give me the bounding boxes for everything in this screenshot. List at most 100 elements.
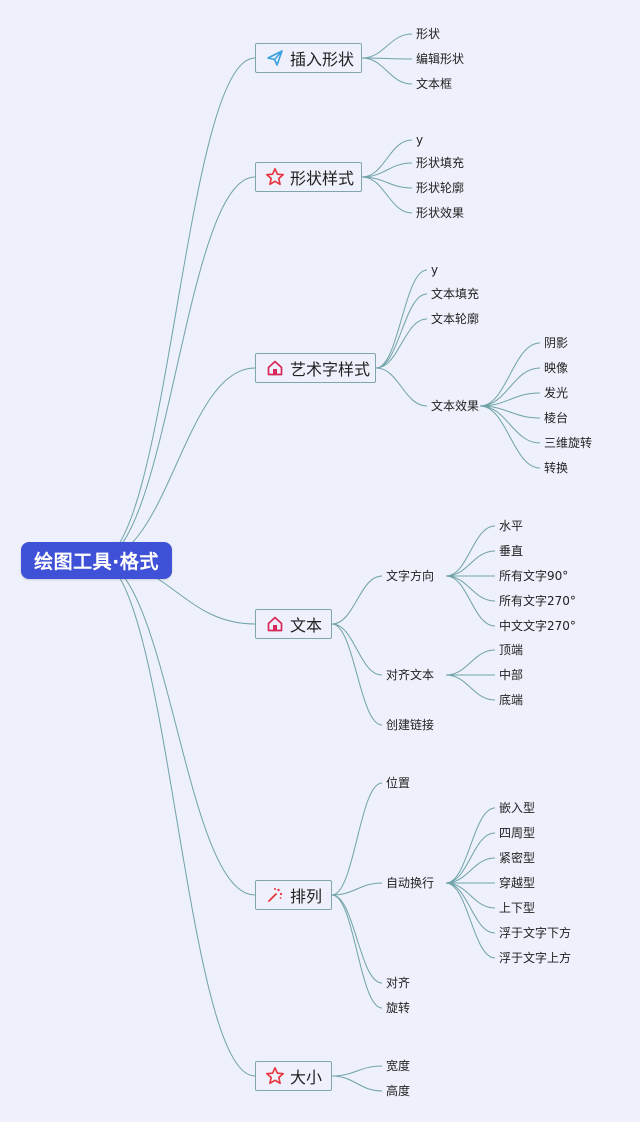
- branch-shape-style[interactable]: 形状样式: [255, 162, 362, 192]
- branch-label: 排列: [290, 887, 323, 906]
- leaf-node[interactable]: 形状效果: [416, 206, 465, 220]
- connector-line: [331, 623, 383, 676]
- leaf-node[interactable]: 形状填充: [416, 156, 465, 170]
- leaf-node[interactable]: 形状: [416, 27, 441, 41]
- connector-line: [479, 392, 541, 407]
- branch-label: 文本: [290, 616, 323, 635]
- connector-line: [375, 367, 428, 407]
- connector-line: [331, 1065, 383, 1077]
- connector-line: [445, 575, 496, 627]
- leaf-node[interactable]: 位置: [386, 776, 411, 790]
- leaf-node[interactable]: 转换: [544, 461, 569, 475]
- leaf-node[interactable]: 映像: [544, 361, 569, 375]
- leaf-node[interactable]: 高度: [386, 1084, 411, 1098]
- branch-size[interactable]: 大小: [255, 1061, 332, 1091]
- leaf-node[interactable]: 旋转: [386, 1001, 411, 1015]
- leaf-node[interactable]: 紧密型: [499, 851, 536, 865]
- connector-line: [479, 405, 541, 469]
- leaf-node[interactable]: 棱台: [544, 411, 569, 425]
- connector-line: [479, 367, 541, 407]
- leaf-node[interactable]: 对齐: [386, 976, 411, 990]
- connector-line: [331, 894, 383, 984]
- connector-line: [445, 674, 496, 701]
- leaf-node[interactable]: 浮于文字上方: [499, 951, 572, 965]
- leaf-node[interactable]: 四周型: [499, 826, 536, 840]
- connector-line: [361, 33, 413, 59]
- connector-line: [445, 882, 496, 959]
- leaf-node[interactable]: 顶端: [499, 643, 524, 657]
- leaf-node[interactable]: 宽度: [386, 1059, 411, 1073]
- branch-label: 插入形状: [290, 50, 355, 69]
- leaf-node[interactable]: 文本效果: [431, 399, 480, 413]
- branch-wordart-style[interactable]: 艺术字样式: [255, 353, 376, 383]
- connector-line: [331, 882, 383, 896]
- connector-line: [445, 575, 496, 602]
- leaf-node[interactable]: 所有文字270°: [499, 594, 576, 608]
- connector-line: [97, 559, 256, 896]
- leaf-node[interactable]: 文本框: [416, 77, 453, 91]
- leaf-node[interactable]: 所有文字90°: [499, 569, 569, 583]
- leaf-node[interactable]: 创建链接: [386, 718, 435, 732]
- root-label: 绘图工具·格式: [34, 551, 159, 573]
- connector-line: [361, 162, 413, 178]
- connector-line: [479, 342, 541, 407]
- connector-line: [97, 176, 256, 561]
- magic-wand-icon: [264, 884, 286, 906]
- connector-line: [361, 176, 413, 214]
- connector-line: [445, 649, 496, 676]
- house-icon: [264, 357, 286, 379]
- leaf-node[interactable]: 三维旋转: [544, 436, 593, 450]
- connector-line: [331, 575, 383, 625]
- branch-text[interactable]: 文本: [255, 609, 332, 639]
- connector-line: [331, 894, 383, 1009]
- leaf-node[interactable]: 浮于文字下方: [499, 926, 572, 940]
- leaf-node[interactable]: 编辑形状: [416, 52, 465, 66]
- connector-line: [445, 857, 496, 884]
- leaf-node[interactable]: 自动换行: [386, 876, 435, 890]
- connector-line: [479, 405, 541, 419]
- leaf-node[interactable]: 底端: [499, 693, 524, 707]
- leaf-node[interactable]: 阴影: [544, 336, 569, 350]
- leaf-node[interactable]: 对齐文本: [386, 668, 435, 682]
- leaf-node[interactable]: 水平: [499, 519, 524, 533]
- connector-line: [375, 269, 428, 369]
- leaf-node[interactable]: 文本轮廓: [431, 312, 480, 326]
- branch-label: 形状样式: [290, 169, 355, 188]
- connector-line: [445, 832, 496, 884]
- leaf-node[interactable]: 嵌入型: [499, 801, 536, 815]
- star-icon: [264, 166, 286, 188]
- branch-arrange[interactable]: 排列: [255, 880, 332, 910]
- leaf-node[interactable]: y: [416, 133, 424, 147]
- connector-line: [445, 807, 496, 884]
- branch-label: 大小: [290, 1068, 323, 1087]
- leaf-node[interactable]: 文本填充: [431, 287, 480, 301]
- connector-line: [97, 559, 256, 1077]
- leaf-node[interactable]: 垂直: [499, 544, 524, 558]
- connector-line: [445, 550, 496, 577]
- star-icon: [264, 1065, 286, 1087]
- connector-line: [361, 139, 413, 178]
- house-icon: [264, 613, 286, 635]
- connector-line: [97, 367, 256, 561]
- connector-line: [479, 405, 541, 444]
- connector-line: [375, 318, 428, 369]
- leaf-node[interactable]: 中文文字270°: [499, 619, 576, 633]
- root-node[interactable]: 绘图工具·格式: [21, 542, 172, 579]
- leaf-node[interactable]: 发光: [544, 386, 569, 400]
- leaf-node[interactable]: 穿越型: [499, 876, 536, 890]
- connector-line: [331, 1075, 383, 1092]
- connector-line: [331, 623, 383, 726]
- branch-label: 艺术字样式: [290, 360, 371, 379]
- leaf-node[interactable]: 文字方向: [386, 569, 435, 583]
- connector-line: [97, 57, 256, 561]
- leaf-node[interactable]: y: [431, 263, 439, 277]
- connector-line: [375, 293, 428, 369]
- connector-line: [331, 782, 383, 896]
- branch-insert-shape[interactable]: 插入形状: [255, 43, 362, 73]
- leaf-node[interactable]: 形状轮廓: [416, 181, 465, 195]
- paper-plane-icon: [264, 47, 286, 69]
- leaf-node[interactable]: 中部: [499, 668, 524, 682]
- connector-line: [445, 882, 496, 934]
- leaf-node[interactable]: 上下型: [499, 901, 536, 915]
